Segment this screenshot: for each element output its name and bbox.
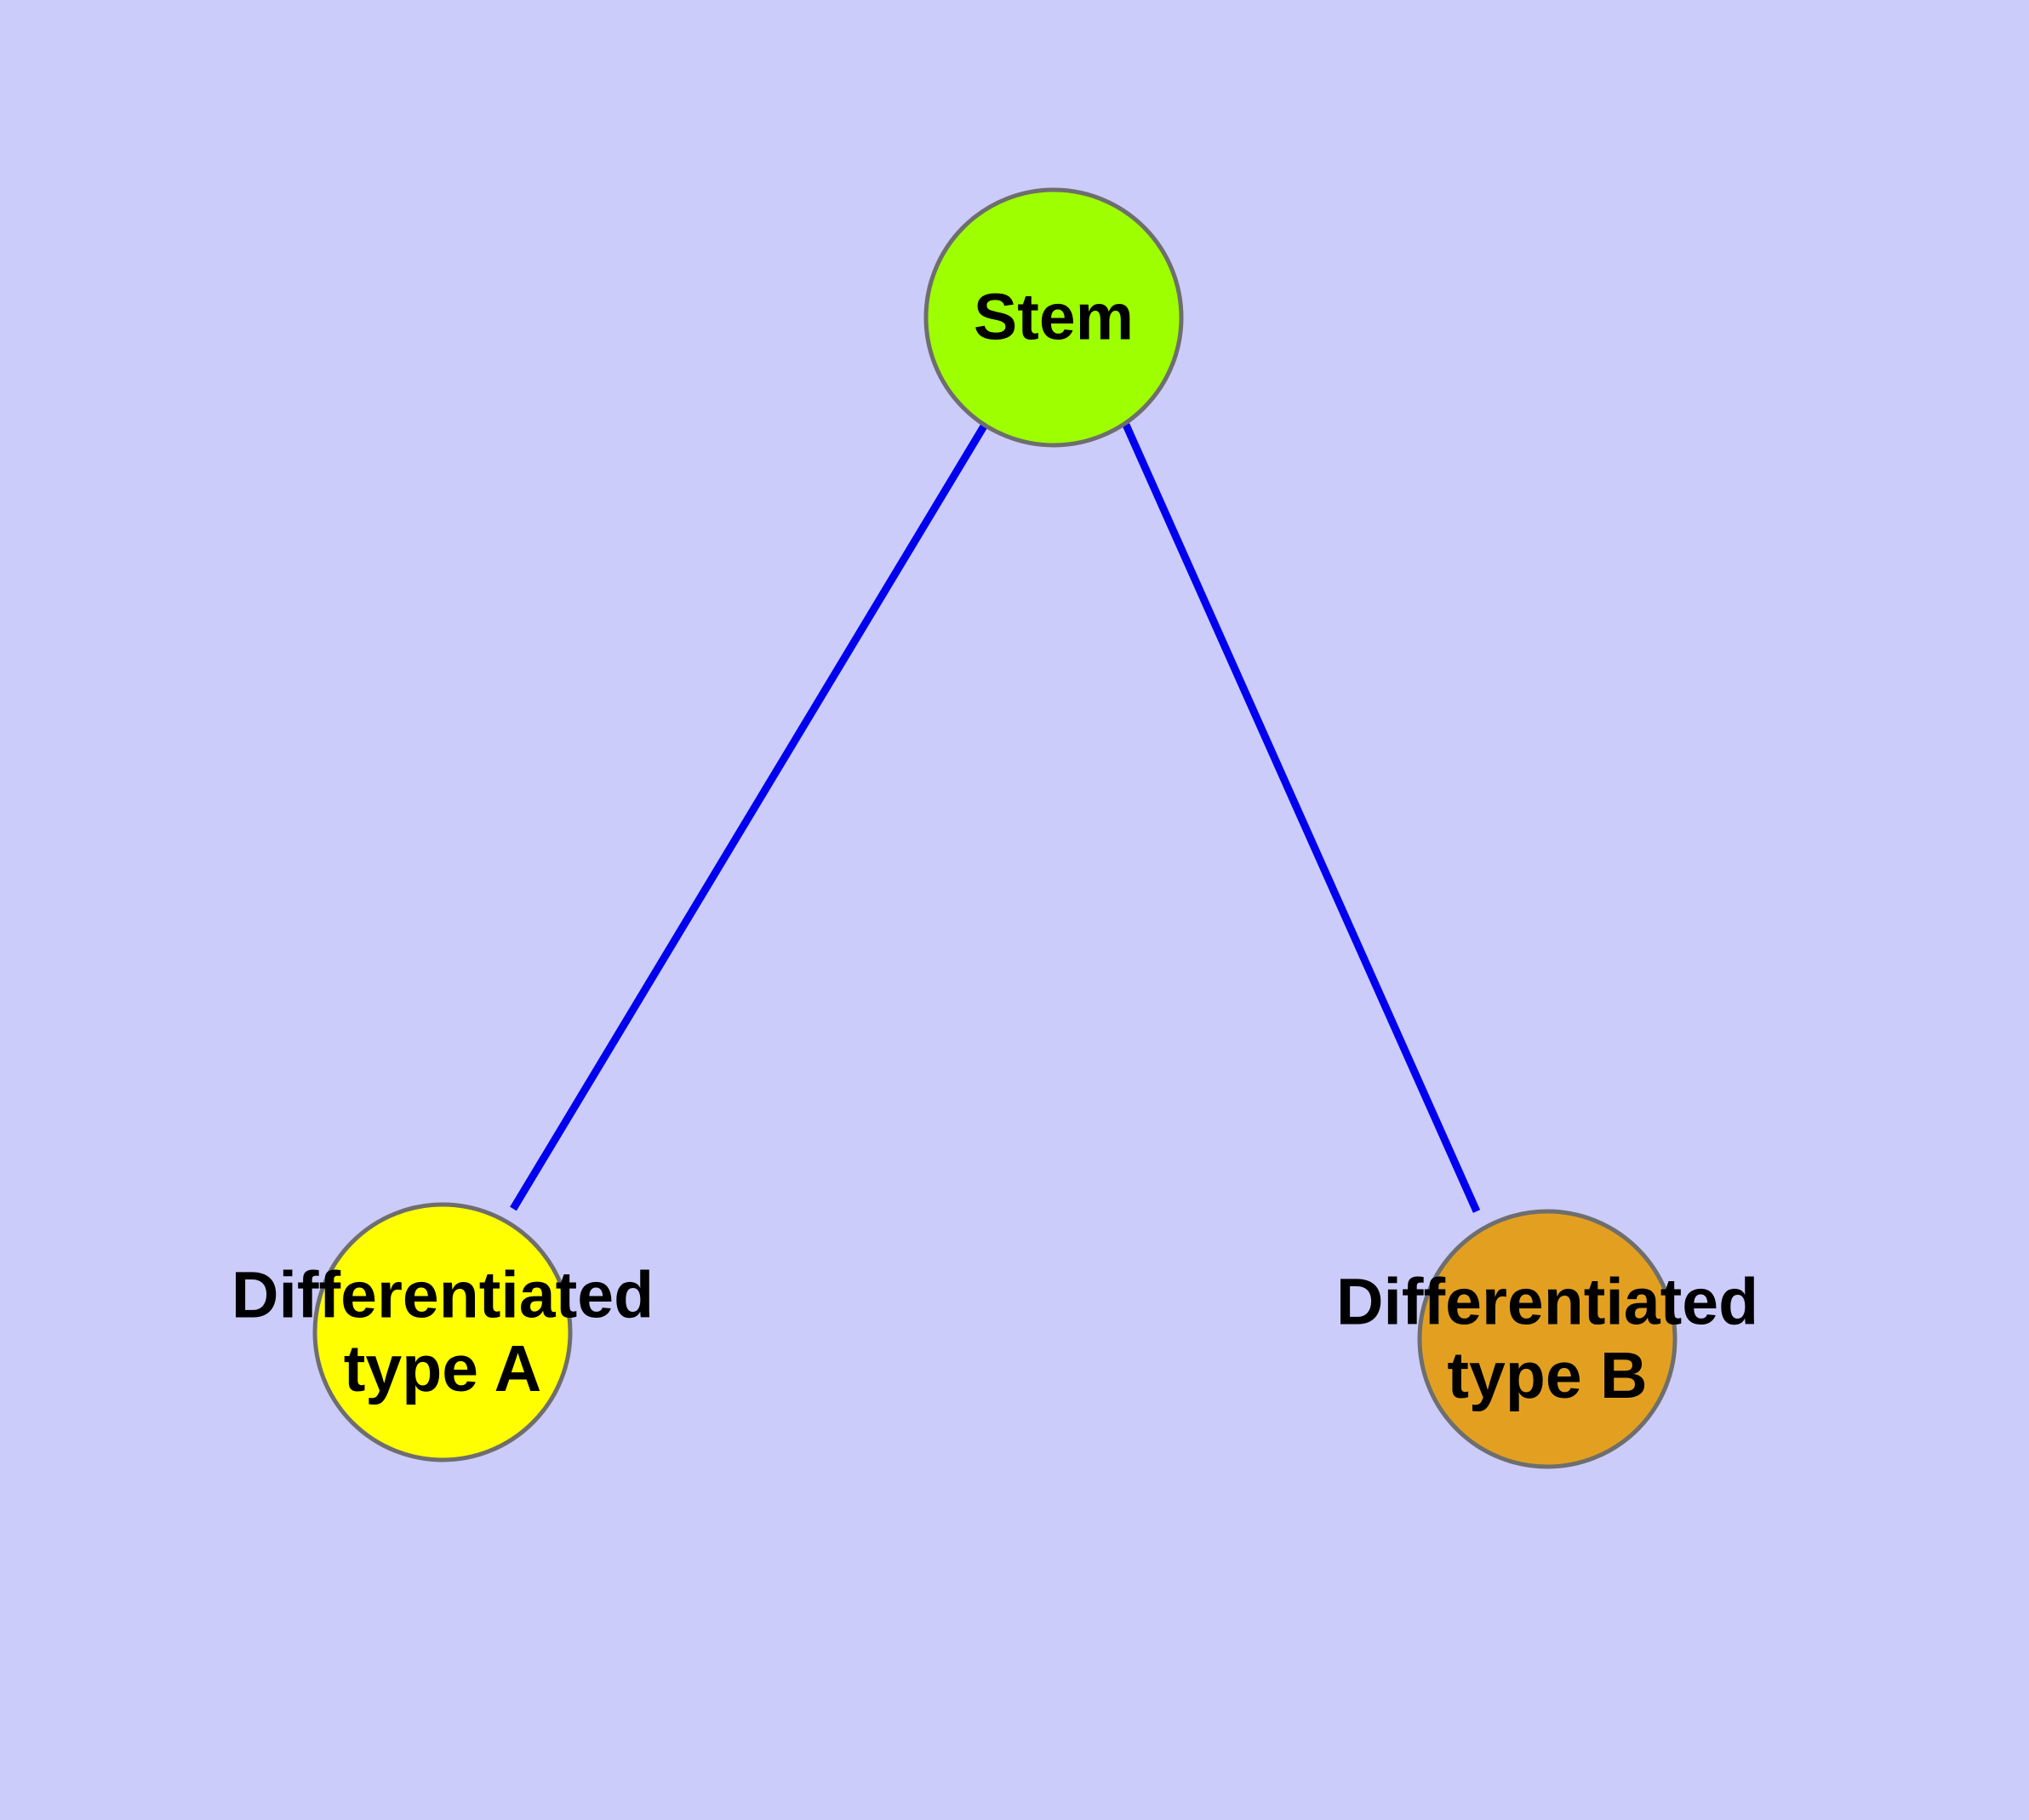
node-differentiated-type-b[interactable]: [1417, 1209, 1677, 1469]
node-differentiated-type-a[interactable]: [312, 1202, 573, 1462]
label-line: type A: [344, 1332, 541, 1405]
node-stem-label: Stem: [974, 281, 1134, 354]
label-line: type B: [1447, 1339, 1647, 1412]
node-differentiated-type-a-circle[interactable]: [312, 1202, 573, 1462]
label-line: Differentiated: [1336, 1266, 1758, 1339]
nodes-layer: [312, 187, 1677, 1469]
edge-stem-to-differentiated-type-b: [1122, 423, 1481, 1213]
label-line: Differentiated: [231, 1259, 654, 1332]
node-differentiated-type-b-circle[interactable]: [1417, 1209, 1677, 1469]
edge-stem-to-differentiated-type-a: [510, 422, 988, 1211]
node-stem[interactable]: [923, 187, 1184, 448]
edges-layer: [510, 422, 1481, 1213]
node-stem-circle[interactable]: [923, 187, 1184, 448]
label-line: Stem: [974, 281, 1134, 354]
